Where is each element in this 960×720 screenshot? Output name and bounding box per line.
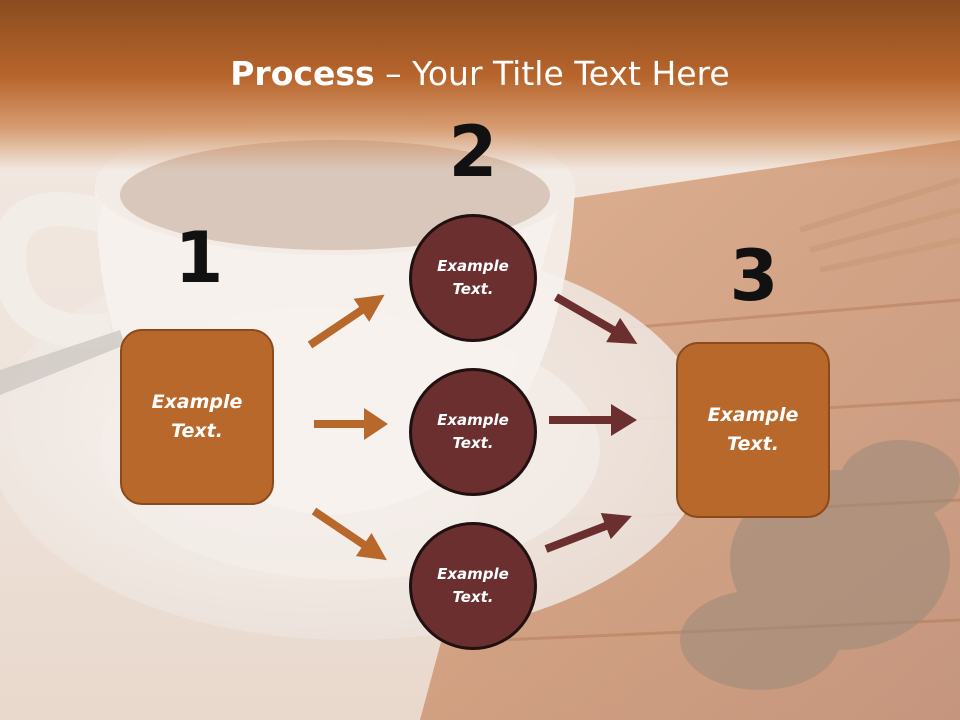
middle-node-3-label: Example Text. [437, 565, 509, 606]
step-number-3: 3 [729, 235, 779, 317]
middle-node-2: Example Text. [409, 368, 537, 496]
middle-node-2-label: Example Text. [437, 411, 509, 452]
step-number-1: 1 [174, 217, 224, 299]
middle-node-1: Example Text. [409, 214, 537, 342]
slide-title: Process – Your Title Text Here [0, 52, 960, 96]
step-3-label: Example Text. [707, 404, 799, 455]
middle-node-3: Example Text. [409, 522, 537, 650]
step-number-2: 2 [448, 111, 498, 193]
step-1-label: Example Text. [151, 391, 243, 442]
step-1-box: Example Text. [120, 329, 274, 505]
title-band [0, 0, 960, 170]
middle-node-1-label: Example Text. [437, 257, 509, 298]
title-rest: – Your Title Text Here [374, 54, 730, 93]
step-3-box: Example Text. [676, 342, 830, 518]
title-bold: Process [230, 54, 375, 93]
